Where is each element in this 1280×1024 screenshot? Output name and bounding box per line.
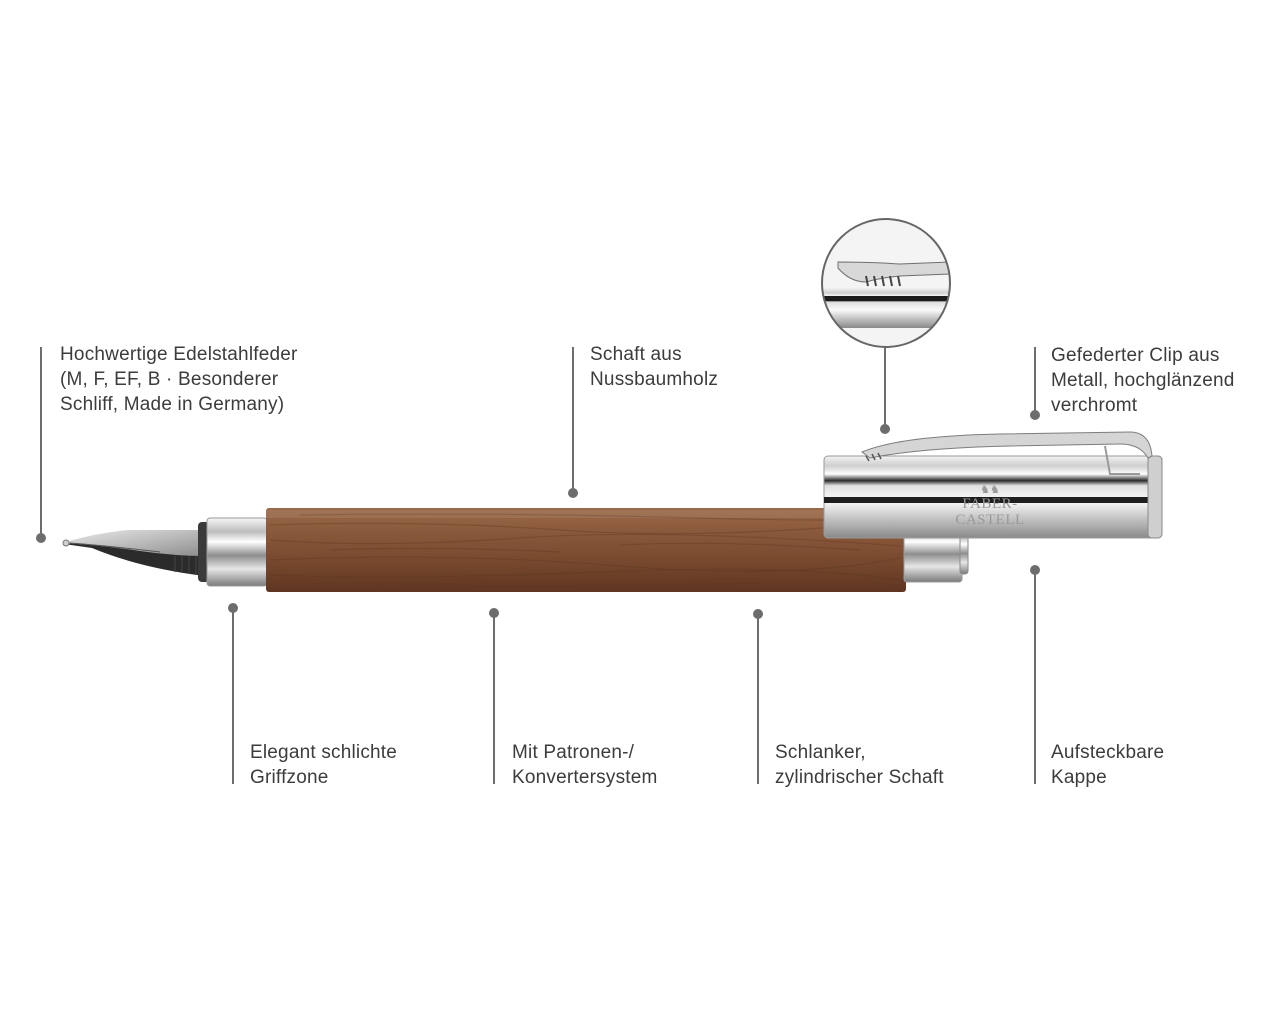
callout-clip-line-2: Metall, hochglänzend bbox=[1051, 370, 1235, 391]
callout-clip: Gefederter Clip aus Metall, hochglänzend… bbox=[1051, 343, 1235, 418]
callout-clip-line-1: Gefederter Clip aus bbox=[1051, 345, 1220, 366]
wooden-barrel bbox=[266, 508, 906, 592]
callout-filling-line-2: Konvertersystem bbox=[512, 767, 658, 788]
callout-cap: Aufsteckbare Kappe bbox=[1051, 740, 1164, 790]
nib bbox=[62, 530, 205, 576]
leader-nib-dot bbox=[36, 533, 46, 543]
leader-clip-zoom bbox=[884, 348, 886, 428]
leader-clip bbox=[1034, 347, 1036, 415]
callout-filling: Mit Patronen-/ Konvertersystem bbox=[512, 740, 658, 790]
brand-engraving: FABER-CASTELL bbox=[955, 496, 1025, 528]
leader-grip bbox=[232, 608, 234, 784]
callout-grip: Elegant schlichte Griffzone bbox=[250, 740, 397, 790]
callout-nib-line-3: Schliff, Made in Germany) bbox=[60, 394, 285, 415]
leader-shaft-material bbox=[572, 347, 574, 492]
brand-logo-icon: ♞♞ bbox=[980, 484, 1000, 496]
leader-nib bbox=[40, 347, 42, 535]
callout-shaft-material-line-1: Schaft aus bbox=[590, 344, 682, 365]
callout-shaft-material-line-2: Nussbaumholz bbox=[590, 369, 719, 390]
since-engraving: SINCE 1761 bbox=[971, 529, 1009, 535]
leader-clip-dot bbox=[1030, 410, 1040, 420]
cap bbox=[823, 455, 1163, 539]
callout-cap-line-2: Kappe bbox=[1051, 767, 1107, 788]
leader-cap bbox=[1034, 570, 1036, 784]
callout-grip-line-1: Elegant schlichte bbox=[250, 742, 398, 763]
grip-section bbox=[198, 517, 268, 587]
leader-shaft-shape bbox=[757, 614, 759, 784]
callout-nib-line-2: (M, F, EF, B · Besonderer bbox=[60, 369, 279, 390]
cap-engraving: ♞♞ FABER-CASTELL SINCE 1761 bbox=[930, 484, 1050, 536]
clip-detail-zoom bbox=[821, 218, 951, 348]
callout-shaft-shape: Schlanker, zylindrischer Schaft bbox=[775, 740, 944, 790]
callout-cap-line-1: Aufsteckbare bbox=[1051, 742, 1165, 763]
leader-clip-zoom-dot bbox=[880, 424, 890, 434]
clip bbox=[861, 431, 1153, 475]
callout-shaft-shape-line-2: zylindrischer Schaft bbox=[775, 767, 944, 788]
callout-nib-line-1: Hochwertige Edelstahlfeder bbox=[60, 344, 298, 365]
callout-grip-line-2: Griffzone bbox=[250, 767, 329, 788]
leader-filling bbox=[493, 613, 495, 784]
callout-filling-line-1: Mit Patronen-/ bbox=[512, 742, 635, 763]
callout-shaft-shape-line-1: Schlanker, bbox=[775, 742, 866, 763]
callout-nib: Hochwertige Edelstahlfeder (M, F, EF, B … bbox=[60, 342, 298, 417]
callout-shaft-material: Schaft aus Nussbaumholz bbox=[590, 342, 718, 392]
leader-shaft-material-dot bbox=[568, 488, 578, 498]
callout-clip-line-3: verchromt bbox=[1051, 395, 1138, 416]
